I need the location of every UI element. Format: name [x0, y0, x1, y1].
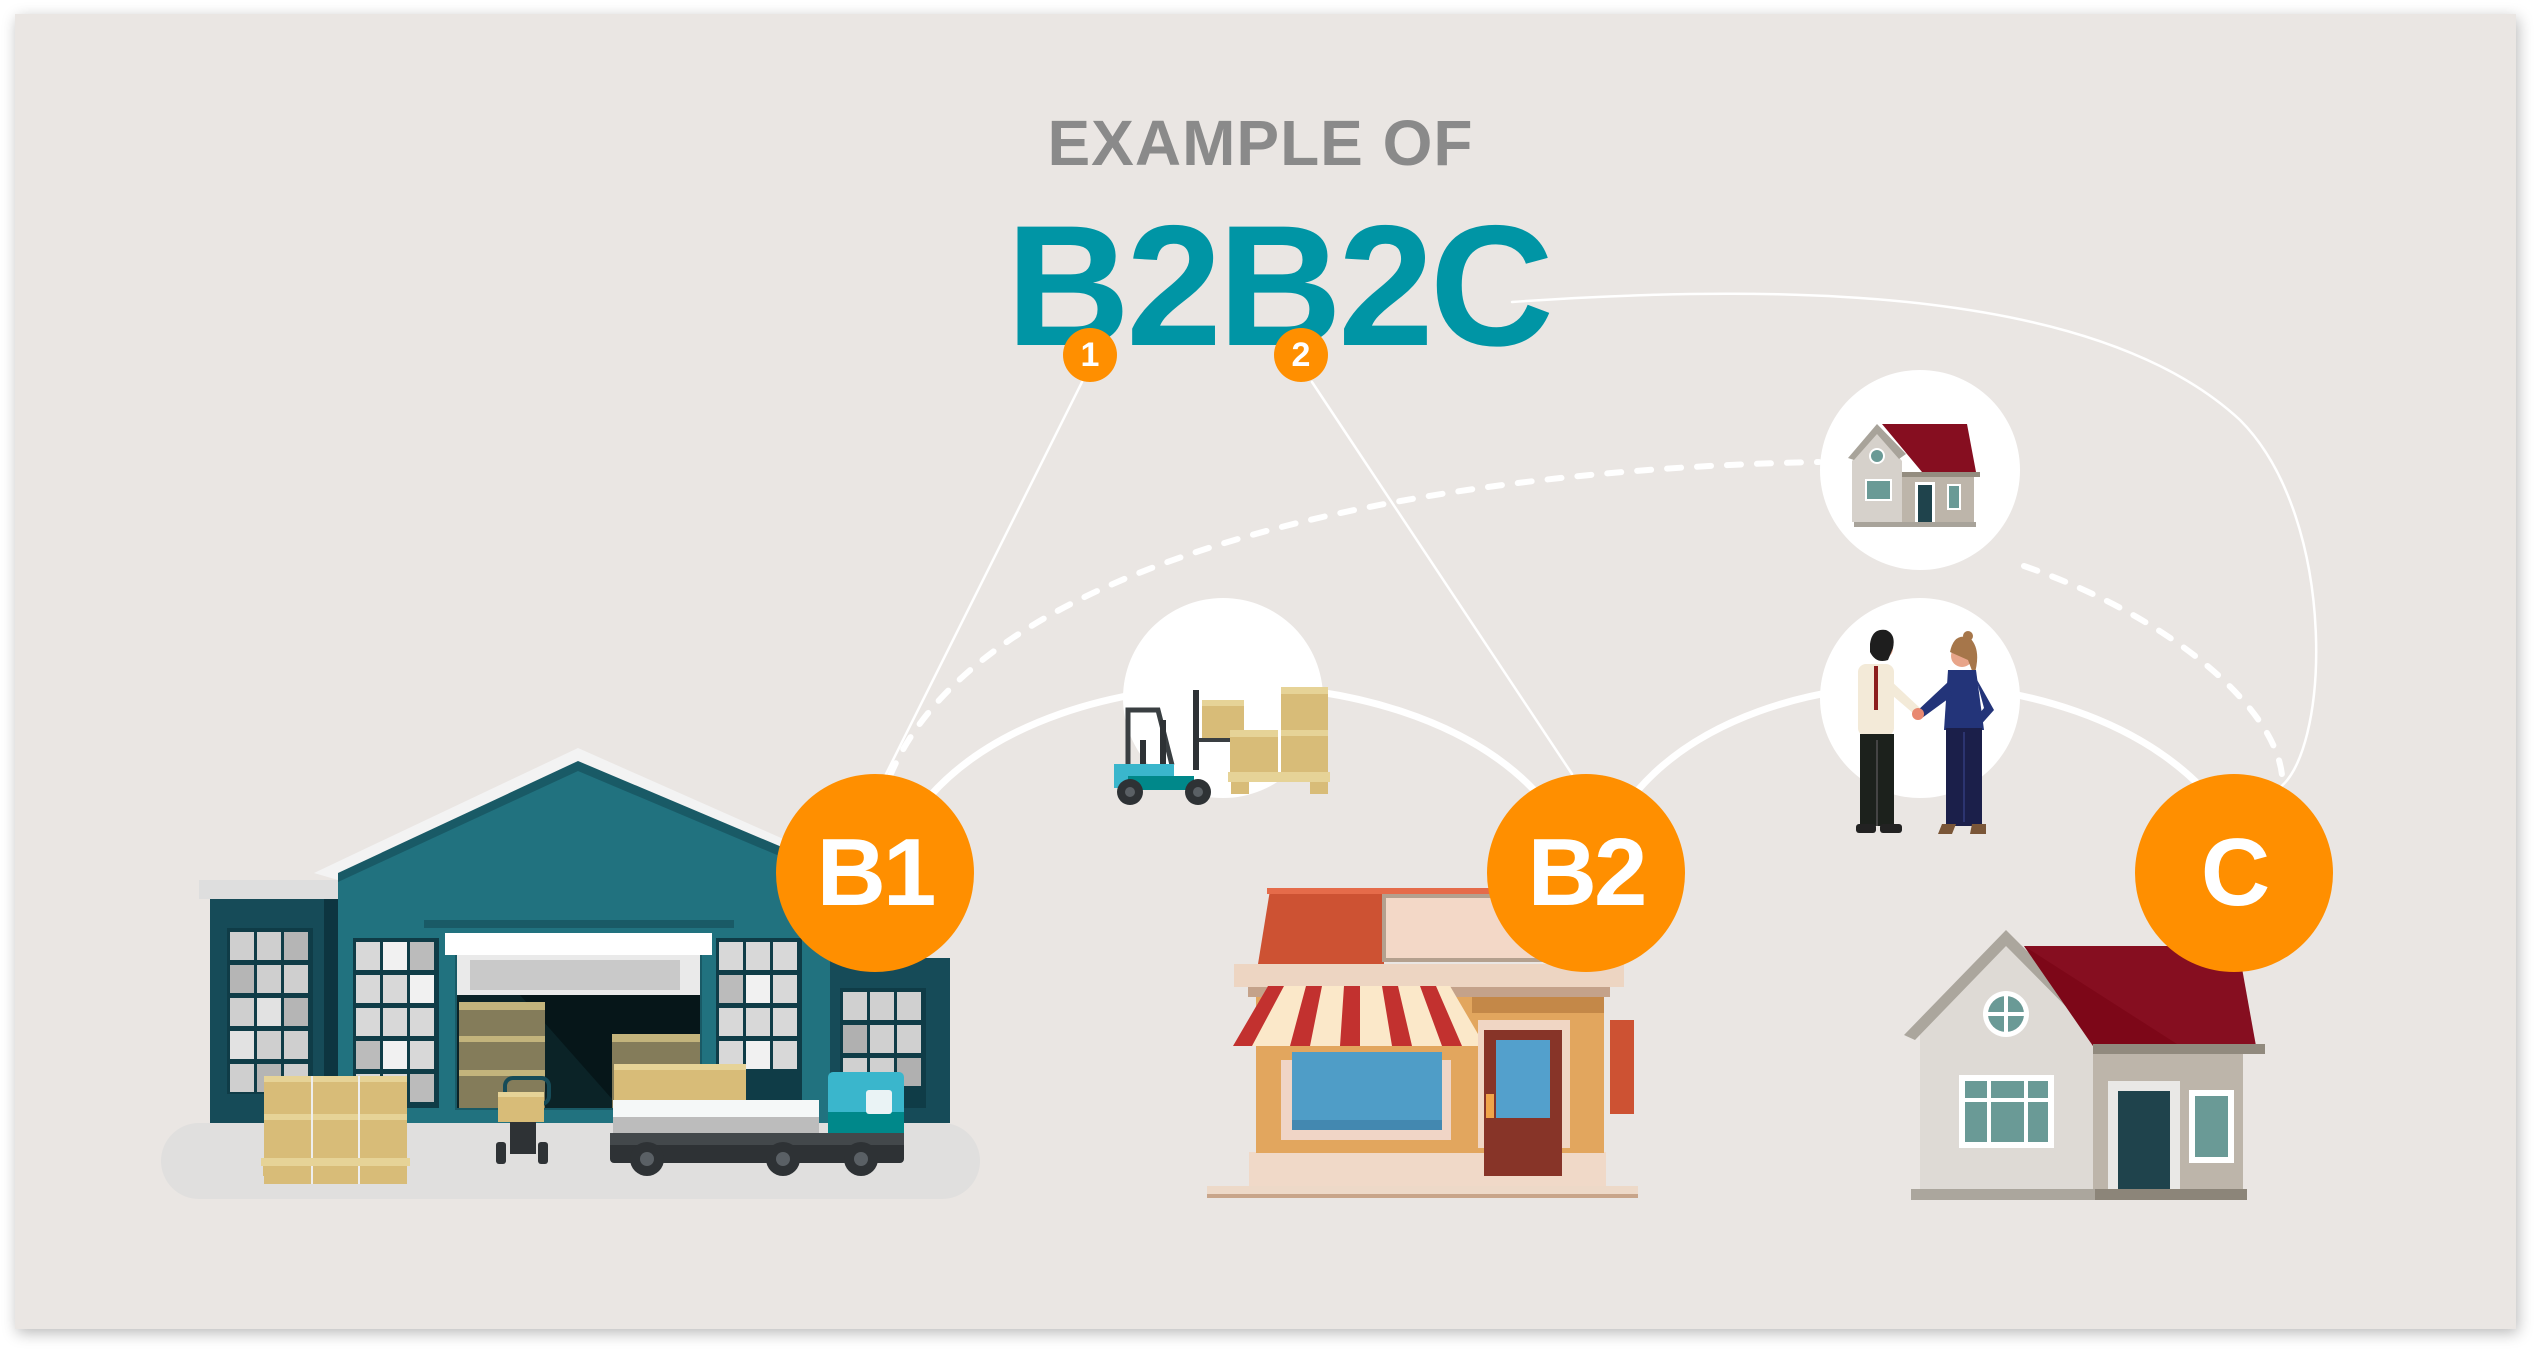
connector-marker1-b1: [884, 380, 1084, 776]
node-b2: B2: [1487, 774, 1685, 972]
connector-house-c-dashed: [2021, 563, 2286, 793]
node-b1: B1: [776, 774, 974, 972]
annex-window: [227, 928, 313, 1094]
subtitle-text: EXAMPLE OF: [1047, 107, 1474, 179]
connector-marker2-b2: [1310, 380, 1574, 776]
handshake-bubble: [1820, 598, 2020, 798]
handshake-icon: [1856, 629, 1994, 834]
connector-title-c: [1510, 292, 2318, 792]
connector-b1-c-dashed: [887, 459, 1822, 779]
node-c: C: [2135, 774, 2333, 972]
house-icon: [1904, 930, 2265, 1200]
forklift-pallet-icon: [1114, 687, 1330, 805]
title-marker-2: 2: [1274, 328, 1328, 382]
subtitle: EXAMPLE OF: [0, 111, 2541, 175]
title-marker-1: 1: [1063, 328, 1117, 382]
warehouse-icon: [161, 748, 980, 1199]
house-bubble: [1820, 370, 2020, 570]
awning: [1233, 986, 1485, 1046]
home-delivery-icon: [1848, 424, 1980, 527]
